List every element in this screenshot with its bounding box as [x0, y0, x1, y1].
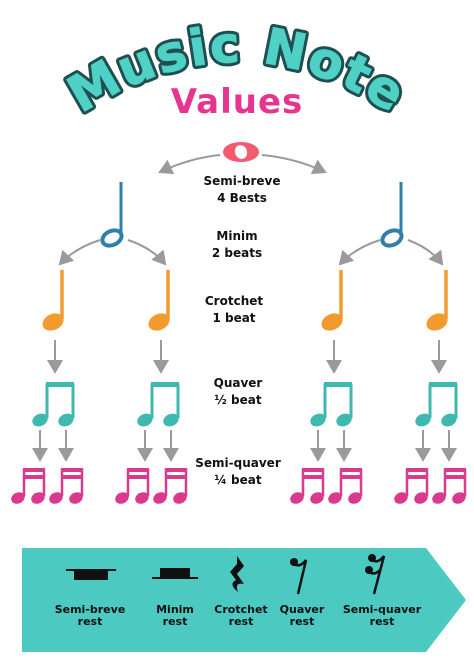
semiquaver-pair-icon	[49, 468, 84, 504]
semiquaver-pair-icon	[290, 468, 325, 504]
semibreve-note-icon	[223, 142, 259, 162]
arrow-minim-crotchet	[127, 239, 167, 266]
quaver-pair-icon	[415, 382, 458, 427]
crotchet-note-icon	[426, 270, 448, 331]
minim-rest-icon	[152, 568, 198, 579]
semiquaver-pair-icon	[394, 468, 429, 504]
crotchet-note-icon	[42, 270, 64, 331]
crotchet-note-icon	[148, 270, 170, 331]
title-values: Values	[170, 82, 304, 122]
title-music-note: Music Note Music Note	[54, 12, 418, 127]
quaver-rest-icon	[290, 558, 308, 595]
crotchet-rest-icon	[230, 556, 244, 592]
quaver-pair-icon	[310, 382, 353, 427]
quaver-pair-icon	[137, 382, 180, 427]
note-tree-diagram	[11, 142, 467, 504]
semiquaver-pair-icon	[328, 468, 363, 504]
arrow-minim-crotchet	[58, 239, 101, 266]
semiquaver-pair-icon	[11, 468, 46, 504]
minim-note-icon	[100, 182, 124, 248]
arrow-semibreve-right	[261, 154, 327, 175]
semiquaver-pair-icon	[432, 468, 467, 504]
quaver-pair-icon	[32, 382, 75, 427]
arrow-minim-crotchet	[338, 239, 381, 266]
semiquaver-pair-icon	[153, 468, 188, 504]
arrow-minim-crotchet	[407, 239, 444, 266]
semiquaver-rest-icon	[365, 554, 386, 595]
semiquaver-pair-icon	[115, 468, 150, 504]
rests-banner	[22, 548, 466, 652]
minim-note-icon	[380, 182, 404, 248]
semibreve-rest-icon	[66, 569, 116, 580]
crotchet-note-icon	[321, 270, 343, 331]
arrow-semibreve-left	[158, 154, 221, 175]
